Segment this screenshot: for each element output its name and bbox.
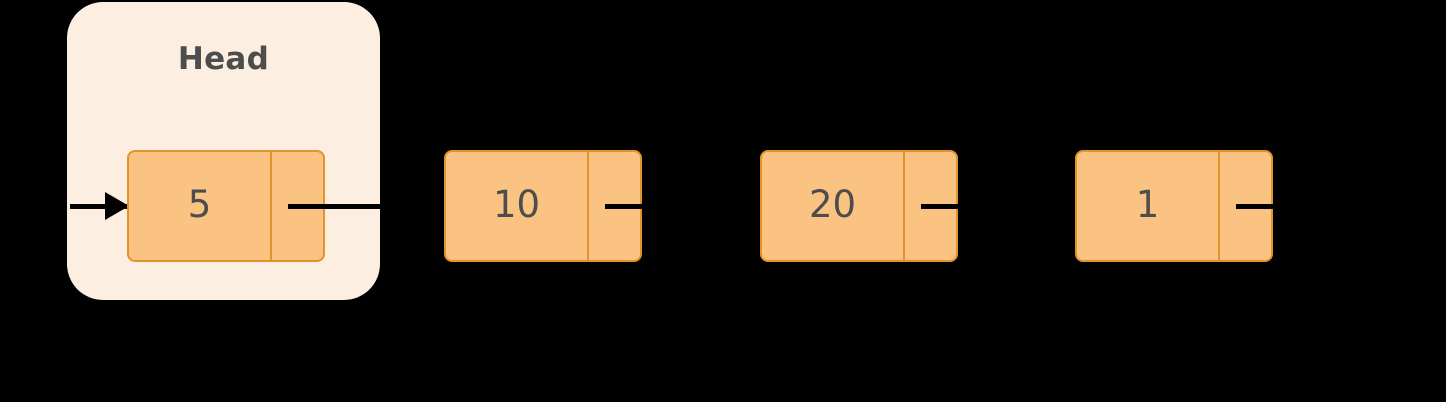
node-data-cell: 5 [129, 152, 272, 260]
list-node[interactable]: 1 [1075, 150, 1273, 262]
node-value: 1 [1135, 183, 1160, 226]
list-node[interactable]: 10 [444, 150, 642, 262]
node-pointer-cell [272, 152, 383, 260]
node-value: 5 [187, 183, 212, 226]
node-pointer-link [921, 204, 958, 209]
head-entry-arrow-line [70, 204, 128, 209]
list-node[interactable]: 5 [127, 150, 383, 262]
node-value: 10 [492, 183, 541, 226]
node-pointer-link [605, 204, 642, 209]
node-pointer-cell [905, 152, 958, 260]
list-node[interactable]: 20 [760, 150, 958, 262]
head-entry-arrow-icon [105, 192, 129, 220]
node-data-cell: 20 [762, 152, 905, 260]
node-pointer-cell [589, 152, 642, 260]
head-label: Head [177, 41, 270, 77]
node-value: 20 [808, 183, 857, 226]
node-data-cell: 10 [446, 152, 589, 260]
node-pointer-link [1236, 204, 1273, 209]
node-pointer-link [288, 204, 383, 209]
node-data-cell: 1 [1077, 152, 1220, 260]
node-pointer-cell [1220, 152, 1273, 260]
